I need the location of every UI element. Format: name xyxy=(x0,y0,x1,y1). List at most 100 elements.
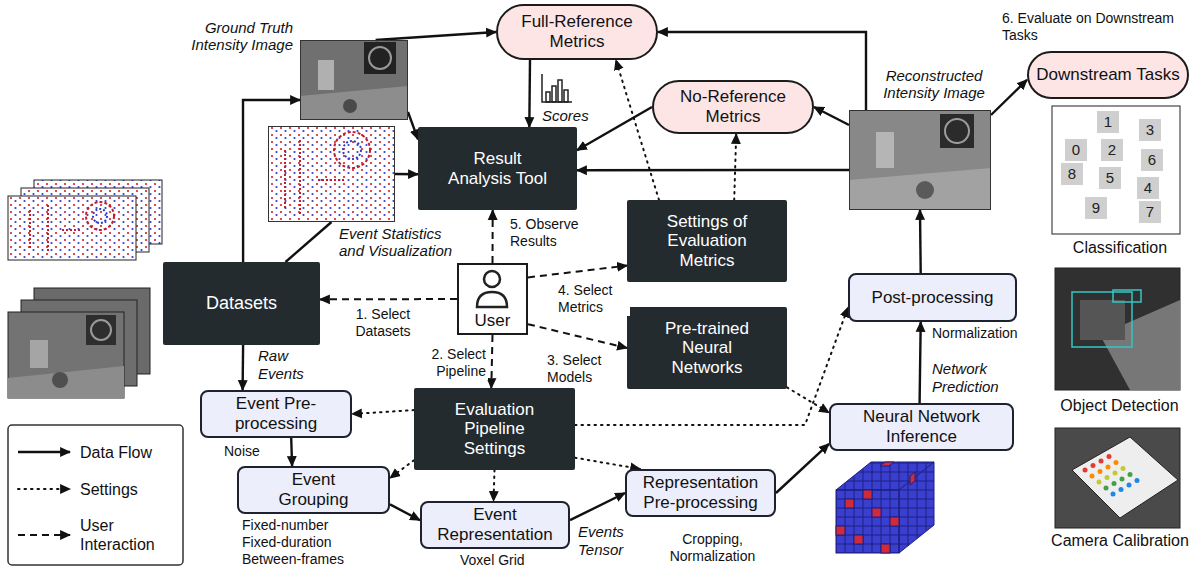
camera-calibration-picture xyxy=(1090,474,1095,479)
bar-chart-icon xyxy=(552,86,556,102)
intensity-frame-stack xyxy=(8,366,124,398)
node-label: Datasets xyxy=(206,293,277,314)
classification-picture xyxy=(1052,106,1180,234)
camera-calibration-picture xyxy=(1106,465,1111,470)
user-interaction-arrow xyxy=(528,324,627,348)
node-label: Result Analysis Tool xyxy=(448,149,548,188)
node-label: Downstream Tasks xyxy=(1036,65,1179,85)
data-flow-arrow xyxy=(376,32,496,40)
event-statistics-picture xyxy=(285,140,345,215)
settings-arrow xyxy=(787,387,829,412)
object-detection-picture xyxy=(1113,290,1141,302)
event-statistics-picture xyxy=(343,141,361,159)
ground-truth-picture xyxy=(343,99,357,113)
edge-label: 6. Evaluate on Downstream Tasks xyxy=(1000,10,1194,44)
camera-calibration-picture xyxy=(1112,481,1117,486)
note-label: Camera Calibration xyxy=(1046,531,1194,550)
digit-sample: 0 xyxy=(1066,140,1086,160)
intensity-frame-stack xyxy=(86,315,116,345)
process-box: Event Pre-processing xyxy=(200,390,352,438)
edge-label: Raw Events xyxy=(256,347,312,383)
process-box: Neural Network Inference xyxy=(829,403,1014,451)
digit-sample: 5 xyxy=(1100,168,1120,188)
settings-box: Evaluation Pipeline Settings xyxy=(414,388,575,470)
camera-calibration-picture xyxy=(1111,492,1116,497)
intensity-frame-stack xyxy=(8,288,150,398)
camera-calibration-picture xyxy=(1072,437,1178,518)
settings-arrow xyxy=(734,134,736,200)
classification-picture xyxy=(1085,197,1107,219)
voxel-grid-cube xyxy=(845,499,854,508)
object-detection-picture xyxy=(1080,300,1125,340)
camera-calibration-picture xyxy=(1107,454,1112,459)
process-box: Event Grouping xyxy=(237,466,390,514)
camera-calibration-picture xyxy=(1119,487,1124,492)
object-detection-picture xyxy=(1055,268,1180,390)
ground-truth-picture xyxy=(369,47,391,69)
data-flow-arrow xyxy=(991,80,1027,115)
ground-truth-picture xyxy=(300,40,408,120)
process-box: Post-processing xyxy=(848,273,1017,322)
data-flow-arrow xyxy=(286,222,332,262)
camera-calibration-picture xyxy=(1055,428,1180,528)
image-panel: Reconstructed Intensity Image xyxy=(849,110,991,210)
process-box: Representation Pre-processing xyxy=(625,469,776,517)
model-box: Pre-trained Neural Networks xyxy=(627,307,787,389)
event-frame-stack xyxy=(86,202,114,230)
user-interaction-arrow xyxy=(528,266,627,278)
classification-picture xyxy=(1052,106,1180,234)
user-interaction-arrow xyxy=(492,210,494,263)
node-label: No-Reference Metrics xyxy=(663,87,803,126)
voxel-grid-cube xyxy=(872,508,881,517)
settings-arrow xyxy=(390,460,414,478)
settings-box: Settings of Evaluation Metrics xyxy=(627,200,787,282)
node-label: Event Representation xyxy=(433,505,558,544)
data-flow-arrow xyxy=(814,107,849,125)
user-box: User xyxy=(457,263,528,335)
legend-frame xyxy=(18,534,70,536)
tool-box: Result Analysis Tool xyxy=(418,127,577,210)
reconstructed-picture xyxy=(849,110,991,210)
note-label: Classification xyxy=(1056,238,1184,257)
bar-chart-icon xyxy=(542,74,572,102)
node-label: Neural Network Inference xyxy=(847,407,997,446)
camera-calibration-picture xyxy=(1091,463,1096,468)
node-label: Post-processing xyxy=(872,288,994,308)
node-label: Settings of Evaluation Metrics xyxy=(657,212,757,271)
data-flow-arrow xyxy=(390,504,420,520)
data-flow-arrow xyxy=(290,438,293,466)
bar-chart-icon xyxy=(564,90,568,102)
settings-arrow xyxy=(616,60,659,200)
legend-frame xyxy=(8,425,183,565)
node-label: Representation Pre-processing xyxy=(636,473,766,512)
user-icon xyxy=(477,271,507,307)
classification-picture xyxy=(1097,111,1119,133)
camera-calibration-picture xyxy=(1114,460,1119,465)
camera-calibration-picture xyxy=(1135,478,1140,483)
ground-truth-picture xyxy=(318,60,334,90)
data-flow-arrow xyxy=(408,112,418,139)
voxel-grid-cube xyxy=(881,544,890,553)
voxel-grid-cube xyxy=(836,526,845,535)
data-flow-arrow xyxy=(243,100,300,262)
voxel-grid-cube xyxy=(890,517,899,526)
bar-chart-icon xyxy=(558,80,562,102)
digit-sample: 7 xyxy=(1140,202,1160,222)
event-statistics-picture xyxy=(334,132,370,168)
digit-sample: 1 xyxy=(1098,112,1118,132)
node-label: User xyxy=(475,311,511,331)
voxel-grid-cube xyxy=(880,462,894,466)
reconstructed-picture xyxy=(945,119,969,143)
image-caption: Ground Truth Intensity Image xyxy=(179,19,293,54)
object-detection-picture xyxy=(1072,292,1132,347)
edge-label: Network Prediction xyxy=(930,360,1019,396)
digit-sample: 2 xyxy=(1102,140,1122,160)
settings-arrow xyxy=(494,470,495,501)
metric-pill: No-Reference Metrics xyxy=(652,80,814,134)
reconstructed-picture xyxy=(849,168,991,210)
ground-truth-picture xyxy=(364,42,396,74)
digit-sample: 3 xyxy=(1140,120,1160,140)
edge-label: 4. Select Metrics xyxy=(556,282,630,316)
classification-picture xyxy=(1139,119,1161,141)
